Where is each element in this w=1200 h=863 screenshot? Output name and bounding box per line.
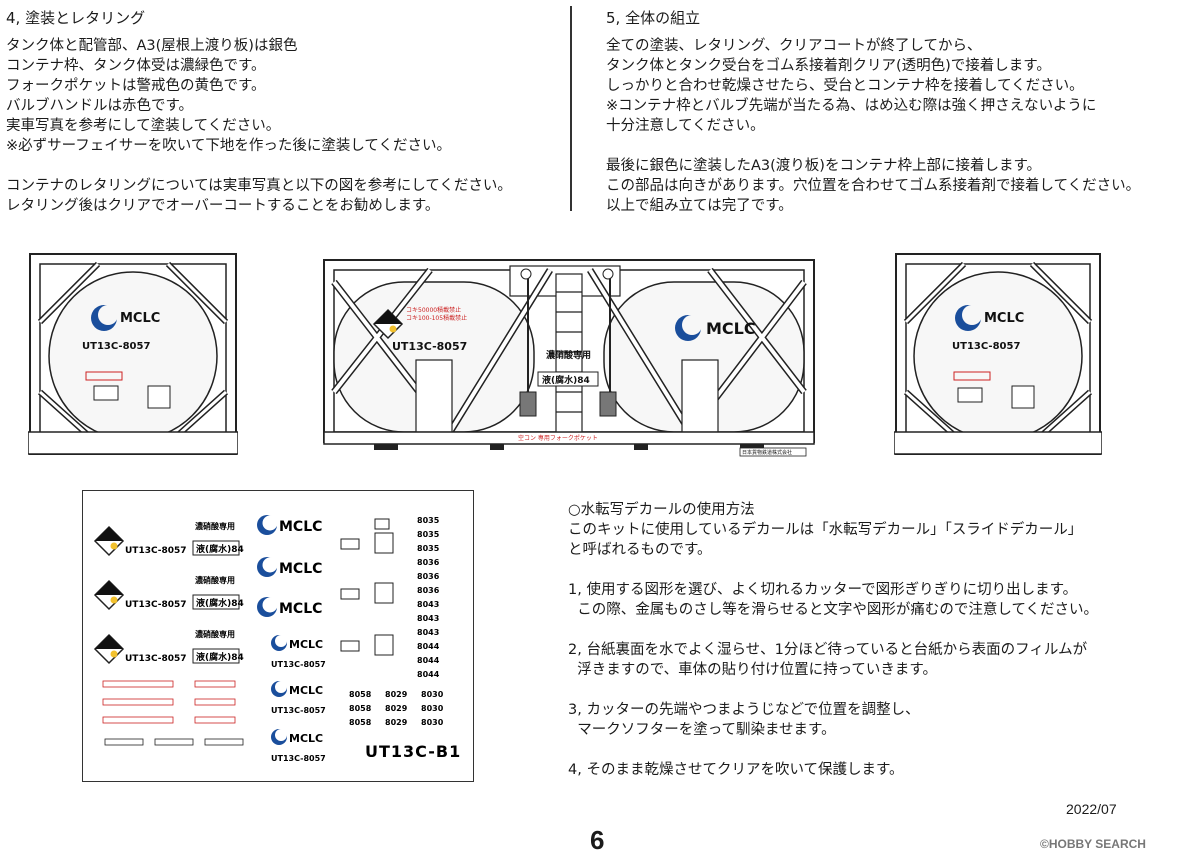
decal-usage-intro: と呼ばれるものです。	[568, 542, 712, 558]
decal-id: UT13C-8057	[125, 654, 187, 664]
paint-heading: 4, 塗装とレタリング	[6, 9, 146, 27]
assembly-line: ※コンテナ枠とバルブ先端が当たる為、はめ込む際は強く押さえないように	[606, 98, 1097, 114]
decal-digit: 8036	[417, 586, 440, 595]
decal-class-mark: 液(腐水)84	[196, 543, 244, 555]
decal-cargo: 濃硝酸専用	[195, 575, 235, 585]
assembly-line: 以上で組み立ては完了です。	[606, 198, 793, 214]
decal-digit: 8058	[349, 690, 372, 699]
decal-logo: MCLC	[279, 561, 322, 577]
decal-set-label: UT13C-B1	[365, 742, 461, 761]
decal-digit: 8030	[421, 718, 444, 727]
side-warning-1: コキ50000積載禁止	[406, 306, 461, 314]
decal-id: UT13C-8057	[271, 660, 326, 669]
decal-digit: 8058	[349, 704, 372, 713]
watermark: ©HOBBY SEARCH	[1040, 837, 1146, 851]
decal-id: UT13C-8057	[125, 546, 187, 556]
side-warning-2: コキ100-105積載禁止	[406, 314, 467, 322]
paint-line: コンテナ枠、タンク体受は濃緑色です。	[6, 58, 266, 74]
decal-digit: 8029	[385, 690, 408, 699]
paint-line: フォークポケットは警戒色の黄色です。	[6, 78, 266, 94]
decal-cargo: 濃硝酸専用	[195, 629, 235, 639]
issue-date: 2022/07	[1066, 801, 1117, 817]
side-fork-label: 空コン 専用フォークポケット	[518, 434, 598, 442]
decal-sheet-art: UT13C-8057 UT13C-8057 UT13C-8057 濃硝酸専用 濃…	[93, 515, 461, 763]
decal-usage-heading: ○水転写デカールの使用方法	[568, 502, 755, 518]
decal-id: UT13C-8057	[271, 754, 326, 763]
decal-digit: 8036	[417, 558, 440, 567]
side-class-mark: 液(腐水)84	[542, 374, 590, 386]
container-end-view-left: MCLC UT13C-8057	[28, 253, 238, 455]
assembly-line: この部品は向きがあります。穴位置を合わせてゴム系接着剤で接着してください。	[606, 178, 1141, 194]
paint-line: タンク体と配管部、A3(屋根上渡り板)は銀色	[6, 38, 298, 54]
decal-step: 4, そのまま乾燥させてクリアを吹いて保護します。	[568, 762, 904, 778]
decal-digit: 8030	[421, 690, 444, 699]
side-logo: MCLC	[706, 319, 756, 338]
container-end-view-right: MCLC UT13C-8057	[894, 253, 1102, 455]
assembly-heading: 5, 全体の組立	[606, 9, 701, 27]
assembly-line: しっかりと合わせ乾燥させたら、受台とコンテナ枠を接着してください。	[606, 78, 1084, 94]
paint-line: バルブハンドルは赤色です。	[6, 98, 194, 114]
side-jr-label: 日本貨物鉄道株式会社	[742, 449, 792, 456]
decal-class-mark: 液(腐水)84	[196, 597, 244, 609]
decal-cargo: 濃硝酸専用	[195, 521, 235, 531]
side-cargo: 濃硝酸専用	[546, 349, 591, 361]
decal-step: 3, カッターの先端やつまようじなどで位置を調整し、	[568, 702, 920, 718]
decal-logo: MCLC	[279, 519, 322, 535]
decal-step: 1, 使用する図形を選び、よく切れるカッターで図形ぎりぎりに切り出します。	[568, 582, 1078, 598]
paint-line: レタリング後はクリアでオーバーコートすることをお勧めします。	[6, 198, 440, 214]
decal-digit: 8043	[417, 600, 439, 609]
assembly-line: 十分注意してください。	[606, 118, 765, 134]
decal-logo-group: MCLC MCLC MCLC MCLC MCLC MCLC	[257, 515, 323, 745]
page-number: 6	[590, 825, 605, 855]
end-id: UT13C-8057	[952, 341, 1020, 352]
decal-digit: 8043	[417, 628, 439, 637]
paint-section: 4, 塗装とレタリング タンク体と配管部、A3(屋根上渡り板)は銀色 コンテナ枠…	[6, 8, 566, 216]
assembly-line: 最後に銀色に塗装したA3(渡り板)をコンテナ枠上部に接着します。	[606, 158, 1042, 174]
decal-digit: 8058	[349, 718, 372, 727]
decal-digit: 8030	[421, 704, 444, 713]
assembly-line: 全ての塗装、レタリング、クリアコートが終了してから、	[606, 38, 982, 54]
decal-id: UT13C-8057	[125, 600, 187, 610]
decal-digit: 8035	[417, 530, 440, 539]
decal-logo: MCLC	[289, 732, 323, 745]
decal-class-mark: 液(腐水)84	[196, 651, 244, 663]
container-side-view: コキ50000積載禁止 コキ100-105積載禁止 UT13C-8057 MCL…	[323, 259, 815, 457]
end-logo: MCLC	[120, 311, 160, 326]
side-id: UT13C-8057	[392, 340, 467, 353]
decal-sheet: UT13C-8057 UT13C-8057 UT13C-8057 濃硝酸専用 濃…	[82, 490, 474, 782]
decal-digit: 8035	[417, 544, 440, 553]
decal-digit: 8029	[385, 718, 408, 727]
decal-step: この際、金属ものさし等を滑らせると文字や図形が痛むので注意してください。	[568, 602, 1099, 618]
decal-logo: MCLC	[289, 638, 323, 651]
decal-digit: 8043	[417, 614, 439, 623]
decal-step: 2, 台紙裏面を水でよく湿らせ、1分ほど待っていると台紙から表面のフィルムが	[568, 642, 1088, 658]
decal-digit: 8036	[417, 572, 440, 581]
paint-line: コンテナのレタリングについては実車写真と以下の図を参考にしてください。	[6, 178, 512, 194]
decal-step: マークソフターを塗って馴染ませます。	[568, 722, 836, 738]
assembly-line: タンク体とタンク受台をゴム系接着剤クリア(透明色)で接着します。	[606, 58, 1051, 74]
decal-digit: 8044	[417, 670, 440, 679]
decal-logo: MCLC	[279, 601, 322, 617]
decal-digit: 8029	[385, 704, 408, 713]
assembly-section: 5, 全体の組立 全ての塗装、レタリング、クリアコートが終了してから、 タンク体…	[606, 8, 1196, 216]
decal-digit: 8035	[417, 516, 440, 525]
end-id: UT13C-8057	[82, 341, 150, 352]
decal-usage-section: ○水転写デカールの使用方法 このキットに使用しているデカールは「水転写デカール」…	[568, 500, 1188, 780]
paint-line: ※必ずサーフェイサーを吹いて下地を作った後に塗装してください。	[6, 138, 451, 154]
paint-line: 実車写真を参考にして塗装してください。	[6, 118, 281, 134]
decal-step: 浮きますので、車体の貼り付け位置に持っていきます。	[568, 662, 937, 678]
decal-logo: MCLC	[289, 684, 323, 697]
decal-digit: 8044	[417, 656, 440, 665]
decal-usage-intro: このキットに使用しているデカールは「水転写デカール」「スライドデカール」	[568, 522, 1083, 538]
decal-id: UT13C-8057	[271, 706, 326, 715]
end-logo: MCLC	[984, 311, 1024, 326]
column-divider	[570, 6, 572, 211]
decal-digit: 8044	[417, 642, 440, 651]
